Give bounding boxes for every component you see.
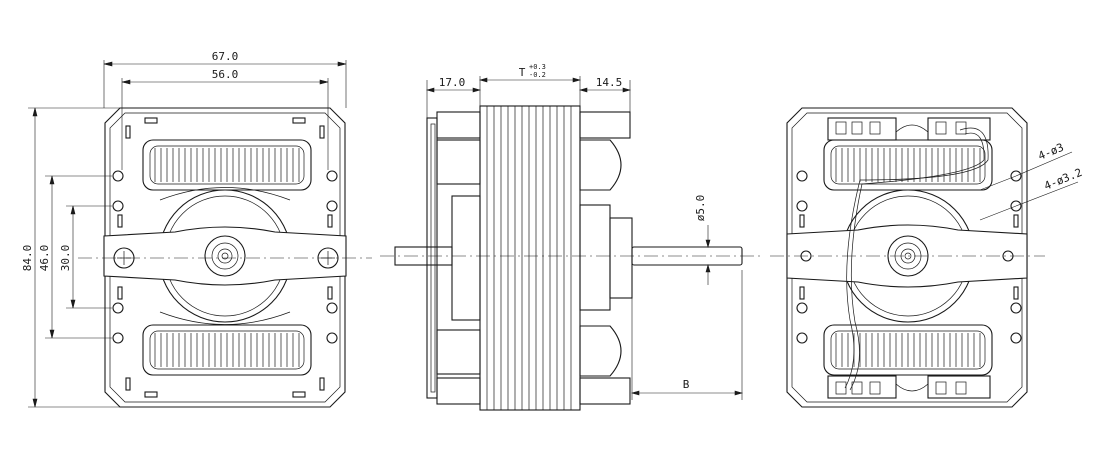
mounting-holes-front — [112, 170, 338, 344]
dim-front-height: 84.0 — [21, 245, 34, 272]
dim-front-outer-width: 67.0 — [212, 50, 239, 63]
dim-shaft-length: B — [683, 378, 690, 391]
side-view: 17.0 T +0.3 -0.2 14.5 ø5.0 B — [380, 63, 760, 411]
dim-shaft-diameter: ø5.0 — [694, 195, 707, 222]
dim-side-left-offset: 17.0 — [439, 76, 466, 89]
dim-side-thickness: T — [519, 66, 526, 79]
rear-bottom-coil — [823, 324, 993, 376]
front-view: 67.0 56.0 84.0 46.0 30.0 — [21, 50, 372, 408]
dim-front-inner-width: 56.0 — [212, 68, 239, 81]
dim-side-tol-minus: -0.2 — [529, 71, 546, 79]
lamination-stack — [479, 105, 581, 411]
rear-top-coil — [823, 139, 993, 191]
bottom-coil — [142, 324, 312, 376]
rear-view: 4-ø3 4-ø3.2 — [770, 107, 1084, 408]
dim-hole-spacing-outer: 46.0 — [38, 245, 51, 272]
note-mount-holes: 4-ø3 — [1036, 141, 1065, 163]
lead-wire — [844, 127, 989, 389]
mounting-holes-rear — [796, 170, 1022, 344]
bracket-bar — [103, 226, 347, 286]
dim-hole-spacing-inner: 30.0 — [59, 245, 72, 272]
top-coil — [142, 139, 312, 191]
dim-side-tol-plus: +0.3 — [529, 63, 546, 71]
dim-side-right-offset: 14.5 — [596, 76, 623, 89]
note-mount-holes-large: 4-ø3.2 — [1042, 166, 1084, 193]
